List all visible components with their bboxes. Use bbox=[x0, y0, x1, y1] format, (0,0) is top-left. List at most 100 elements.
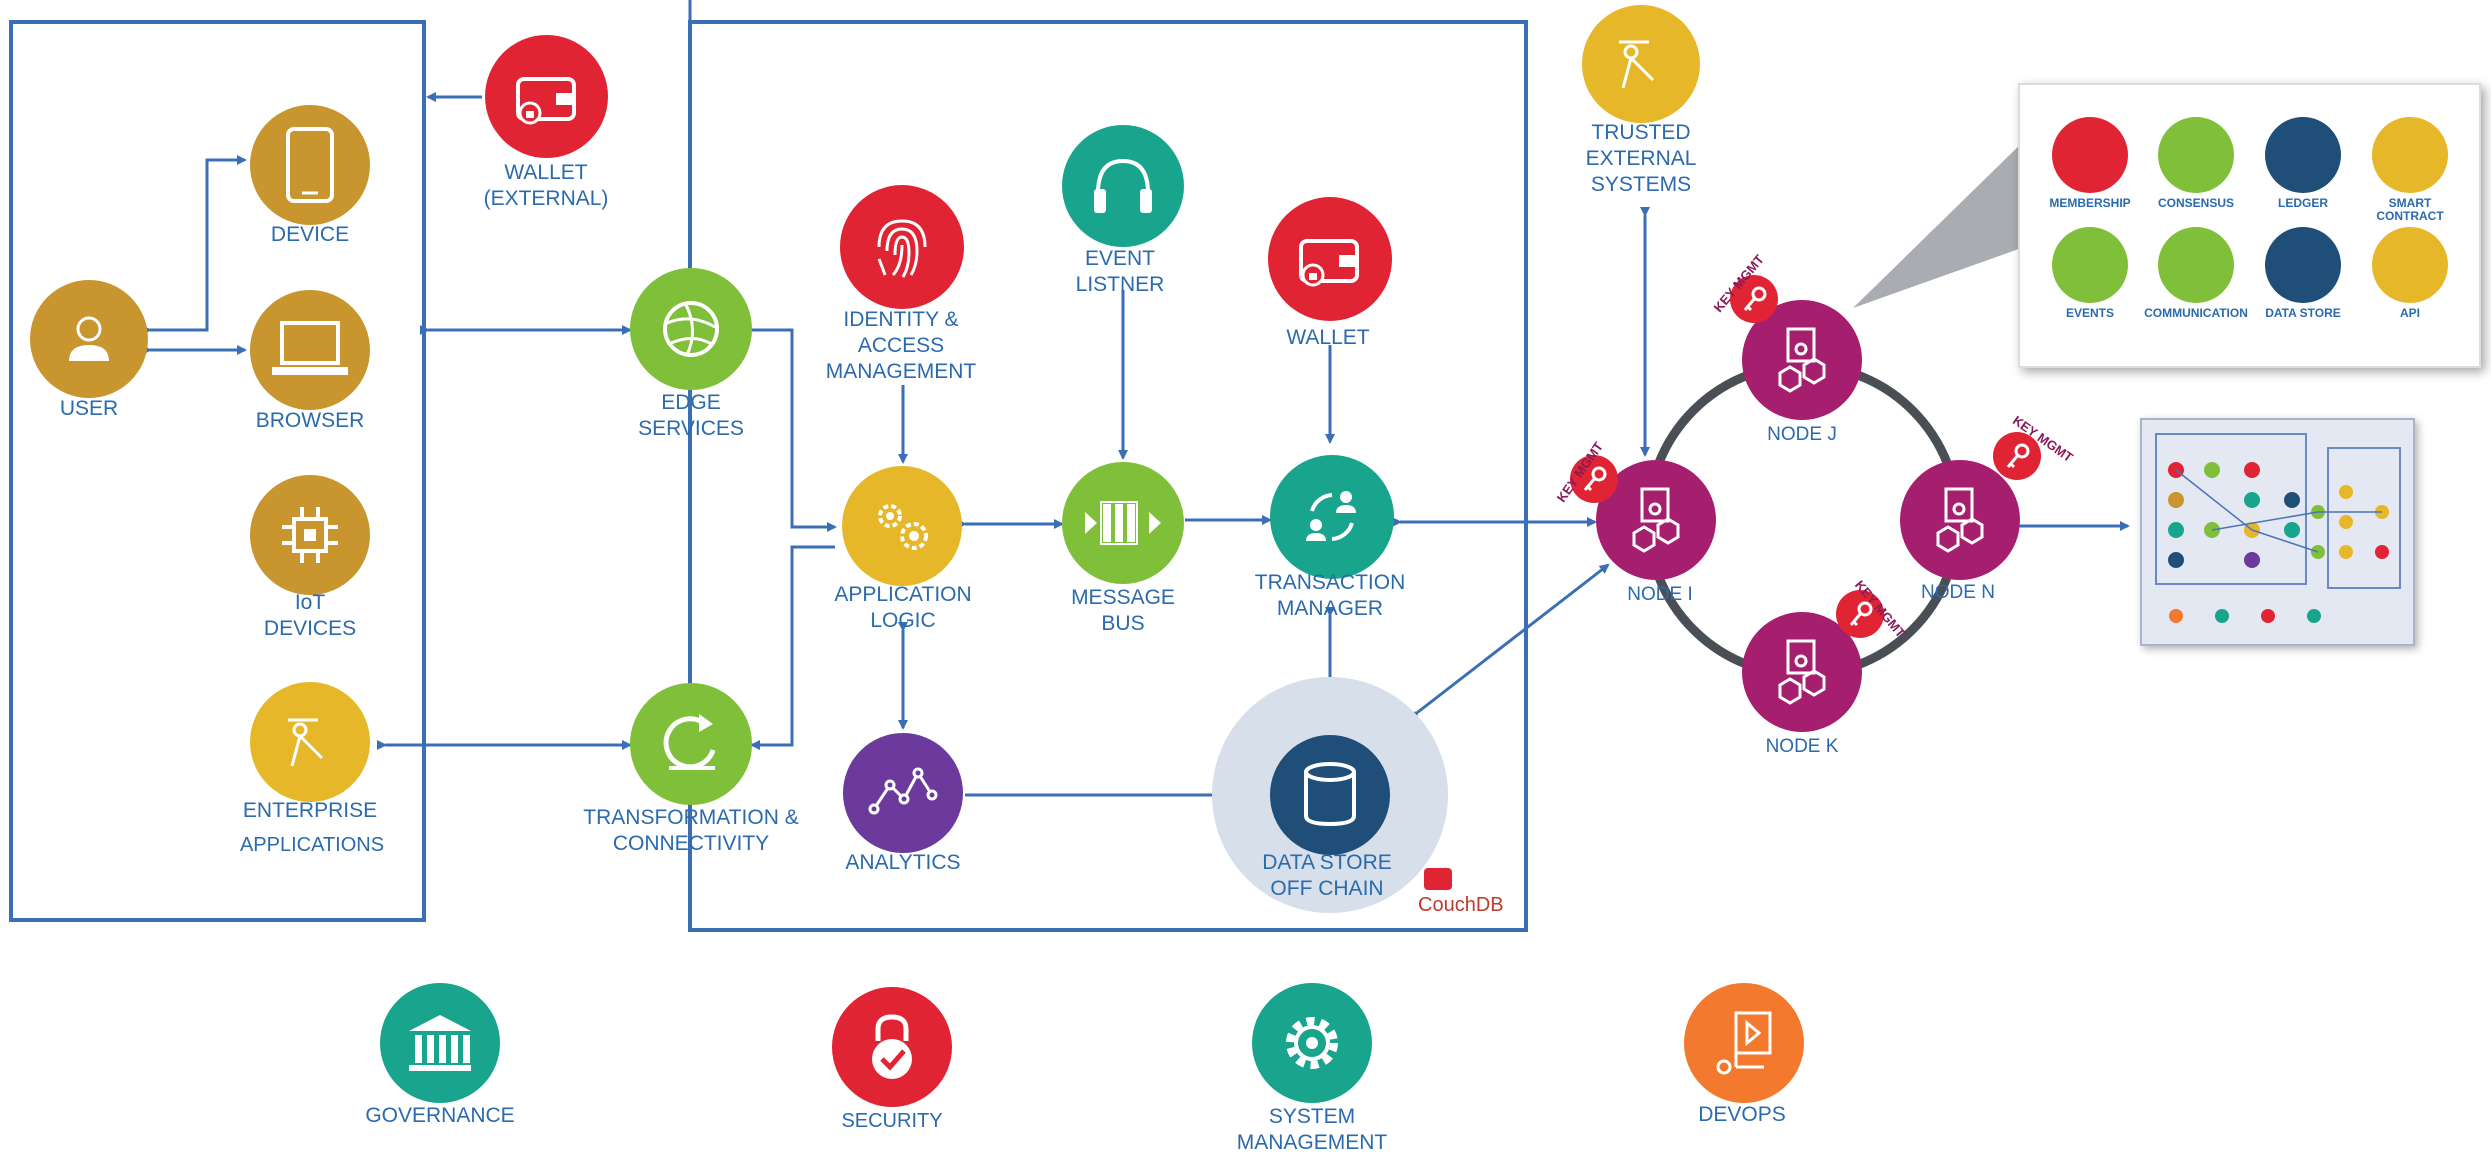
message-bus-node[interactable] bbox=[1062, 462, 1184, 584]
fingerprint-icon bbox=[877, 219, 927, 278]
ledger-node-icon bbox=[1632, 487, 1680, 553]
transaction-manager-node[interactable] bbox=[1270, 455, 1394, 579]
chip-icon bbox=[282, 507, 338, 563]
transaction-icon bbox=[1306, 491, 1356, 541]
communication-label: COMMUNICATION bbox=[2144, 306, 2248, 320]
edge-services-node[interactable] bbox=[630, 268, 752, 390]
key-icon bbox=[2006, 443, 2030, 469]
edge-services-label: EDGE SERVICES bbox=[638, 391, 744, 440]
transformation-connectivity-node[interactable] bbox=[630, 683, 752, 805]
node-i-label: NODE I bbox=[1627, 584, 1693, 605]
wallet-label: WALLET bbox=[1286, 326, 1370, 349]
membership-label: MEMBERSHIP bbox=[2049, 196, 2131, 210]
wallet-external-label: WALLET (EXTERNAL) bbox=[483, 161, 609, 210]
wallet-icon bbox=[1299, 239, 1359, 287]
system-management-node[interactable] bbox=[1252, 983, 1372, 1103]
padlock-icon bbox=[872, 1014, 912, 1079]
client-panel-frame bbox=[9, 20, 426, 922]
analytics-label: ANALYTICS bbox=[845, 851, 961, 874]
gear-icon bbox=[1286, 1017, 1338, 1069]
node-n[interactable] bbox=[1900, 460, 2020, 580]
architecture-thumbnail[interactable] bbox=[2140, 418, 2415, 646]
events-label: EVENTS bbox=[2065, 306, 2115, 320]
identity-access-node[interactable] bbox=[840, 185, 964, 309]
iot-node[interactable] bbox=[250, 475, 370, 595]
browser-node[interactable] bbox=[250, 290, 370, 410]
security-node[interactable] bbox=[832, 987, 952, 1107]
laptop-icon bbox=[272, 321, 348, 375]
key-icon bbox=[1849, 601, 1873, 627]
gears-icon bbox=[878, 504, 928, 550]
smart-contract-icon bbox=[2372, 117, 2448, 193]
devops-label: DEVOPS bbox=[1698, 1103, 1786, 1126]
enterprise-label-line1: ENTERPRISE bbox=[242, 799, 378, 822]
identity-access-label: IDENTITY & ACCESS MANAGEMENT bbox=[825, 308, 977, 383]
smart-contract-label: SMART CONTRACT bbox=[2376, 196, 2444, 223]
api-label: API bbox=[2399, 306, 2421, 320]
key-mgmt-i-badge bbox=[1570, 455, 1618, 503]
analytics-node[interactable] bbox=[843, 733, 963, 853]
smartphone-icon bbox=[286, 127, 334, 203]
pipeline-icon bbox=[1716, 1011, 1772, 1075]
data-store-mini-icon bbox=[2265, 227, 2341, 303]
membership-icon bbox=[2052, 117, 2128, 193]
user-icon bbox=[69, 316, 109, 361]
bank-icon bbox=[409, 1015, 471, 1071]
device-label: DEVICE bbox=[270, 223, 350, 246]
node-k-label: NODE K bbox=[1765, 736, 1839, 757]
node-n-label: NODE N bbox=[1921, 582, 1995, 603]
event-listener-node[interactable] bbox=[1062, 125, 1184, 247]
key-mgmt-j-badge bbox=[1730, 275, 1778, 323]
browser-label: BROWSER bbox=[255, 409, 365, 432]
trusted-external-node[interactable] bbox=[1582, 5, 1700, 123]
node-k[interactable] bbox=[1742, 612, 1862, 732]
data-store-mini-label: DATA STORE bbox=[2265, 306, 2341, 320]
ledger-node-icon bbox=[1936, 487, 1984, 553]
message-bus-label: MESSAGE BUS bbox=[1071, 586, 1175, 635]
key-mgmt-n-badge bbox=[1993, 432, 2041, 480]
data-store-node[interactable] bbox=[1270, 735, 1390, 855]
system-management-label: SYSTEM MANAGEMENT bbox=[1236, 1105, 1388, 1154]
wallet-external-node[interactable] bbox=[485, 35, 608, 158]
api-icon bbox=[2372, 227, 2448, 303]
device-node[interactable] bbox=[250, 105, 370, 225]
enterprise-applications-node[interactable] bbox=[250, 682, 370, 802]
node-j-label: NODE J bbox=[1767, 424, 1837, 445]
transformation-label: TRANSFORMATION & CONNECTIVITY bbox=[583, 806, 799, 855]
devops-node[interactable] bbox=[1684, 983, 1804, 1103]
thumbnail-diagram bbox=[2155, 433, 2401, 623]
wallet-icon bbox=[515, 76, 576, 124]
key-icon bbox=[1583, 466, 1607, 492]
ledger-node-icon bbox=[1778, 327, 1826, 393]
governance-label: GOVERNANCE bbox=[365, 1104, 515, 1127]
message-bus-icon bbox=[1085, 501, 1161, 545]
ledger-node-icon bbox=[1778, 639, 1826, 705]
database-icon bbox=[1304, 762, 1356, 827]
compass-icon bbox=[1619, 40, 1655, 89]
governance-node[interactable] bbox=[380, 983, 500, 1103]
line-graph-icon bbox=[868, 767, 938, 815]
user-label: USER bbox=[59, 397, 119, 420]
transaction-manager-label: TRANSACTION MANAGER bbox=[1254, 571, 1406, 620]
security-label: SECURITY bbox=[841, 1110, 943, 1132]
compass-icon bbox=[288, 718, 324, 767]
globe-icon bbox=[663, 301, 719, 357]
key-icon bbox=[1743, 286, 1767, 312]
data-store-label: DATA STORE OFF CHAIN bbox=[1262, 851, 1392, 900]
ledger-icon bbox=[2265, 117, 2341, 193]
node-components-callout: MEMBERSHIP CONSENSUS LEDGER SMART CONTRA… bbox=[2018, 83, 2481, 368]
iot-label: IoT DEVICES bbox=[263, 591, 357, 640]
enterprise-label-line2: APPLICATIONS bbox=[239, 834, 385, 856]
events-icon bbox=[2052, 227, 2128, 303]
user-node[interactable] bbox=[30, 280, 148, 398]
application-logic-node[interactable] bbox=[842, 466, 962, 586]
application-logic-label: APPLICATION LOGIC bbox=[834, 583, 972, 632]
headphones-icon bbox=[1094, 158, 1152, 213]
communication-icon bbox=[2158, 227, 2234, 303]
key-mgmt-k-badge bbox=[1836, 590, 1884, 638]
event-listener-label: EVENT LISTNER bbox=[1075, 247, 1165, 296]
wallet-node[interactable] bbox=[1268, 197, 1392, 321]
couchdb-label: CouchDB bbox=[1418, 894, 1504, 916]
consensus-label: CONSENSUS bbox=[2157, 196, 2235, 210]
couchdb-icon bbox=[1424, 868, 1452, 890]
